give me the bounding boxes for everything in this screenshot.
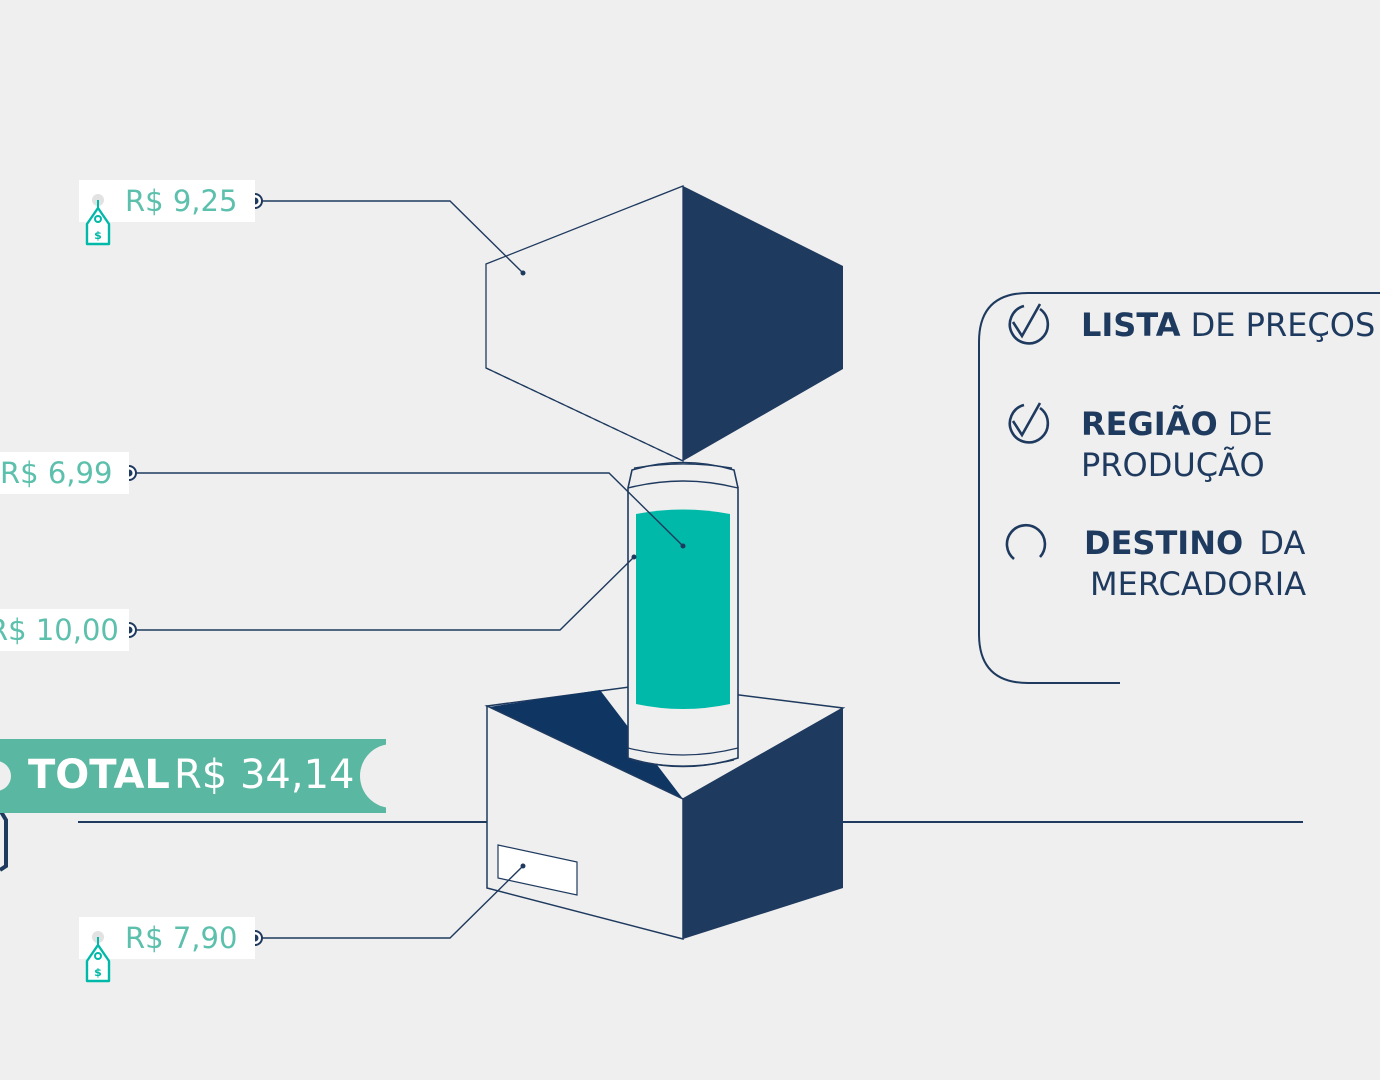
price-text-can-bottom: R$ 10,00: [0, 613, 119, 647]
svg-text:$: $: [94, 229, 102, 242]
total-bar-notches: [0, 744, 424, 808]
empty-circle-icon: [1005, 523, 1047, 561]
callout-line-top: [255, 200, 524, 274]
total-tag-edge: [0, 808, 8, 872]
top-hexagon-dark-face: [683, 186, 843, 461]
checklist-item-rest: DE PREÇOS: [1190, 306, 1376, 344]
checklist-item-bold: DESTINO: [1084, 524, 1244, 562]
callout-line-box: [255, 865, 524, 939]
box-label-rect: [497, 844, 578, 896]
checklist-item-line2: PRODUÇÃO: [1081, 446, 1265, 484]
price-label-top: $ R$ 9,25: [79, 180, 255, 246]
checklist-item-production-region: REGIÃO DE PRODUÇÃO: [1081, 404, 1273, 486]
total-value: R$ 34,14: [174, 752, 355, 798]
check-circle-icon: [1008, 402, 1050, 444]
price-tag-icon: $: [85, 931, 111, 983]
top-hexagon-left-face: [485, 185, 684, 463]
box-right-face: [683, 708, 843, 939]
checklist-item-rest: DA: [1259, 524, 1306, 562]
checklist-item-line2: MERCADORIA: [1090, 565, 1307, 603]
checklist-item-destination: DESTINO DA MERCADORIA: [1084, 523, 1306, 605]
checklist-item-price-list: LISTA DE PREÇOS: [1081, 305, 1375, 346]
svg-text:$: $: [94, 966, 102, 979]
price-text-can-top: R$ 6,99: [0, 456, 113, 490]
price-text-box: R$ 7,90: [125, 921, 238, 955]
price-label-can-top: R$ 6,99: [0, 452, 129, 494]
price-tag-icon: $: [85, 194, 111, 246]
total-label: TOTAL: [28, 752, 170, 798]
callout-line-can-bottom: [129, 556, 635, 631]
can: [627, 461, 739, 768]
checklist-panel: [978, 292, 1380, 684]
checklist-item-bold: REGIÃO: [1081, 405, 1218, 443]
checklist-item-rest: DE: [1227, 405, 1273, 443]
total-bar: TOTAL R$ 34,14: [0, 739, 424, 813]
top-hexagon-dashed-edge: [485, 367, 684, 462]
box-inner-dark: [489, 690, 683, 799]
check-circle-icon: [1008, 303, 1050, 345]
can-label: [636, 509, 730, 709]
price-label-can-bottom: R$ 10,00: [0, 609, 129, 651]
checklist-item-bold: LISTA: [1081, 306, 1181, 344]
price-label-box: $ R$ 7,90: [79, 917, 255, 983]
price-text-top: R$ 9,25: [125, 184, 238, 218]
callout-line-can-top: [129, 472, 684, 547]
